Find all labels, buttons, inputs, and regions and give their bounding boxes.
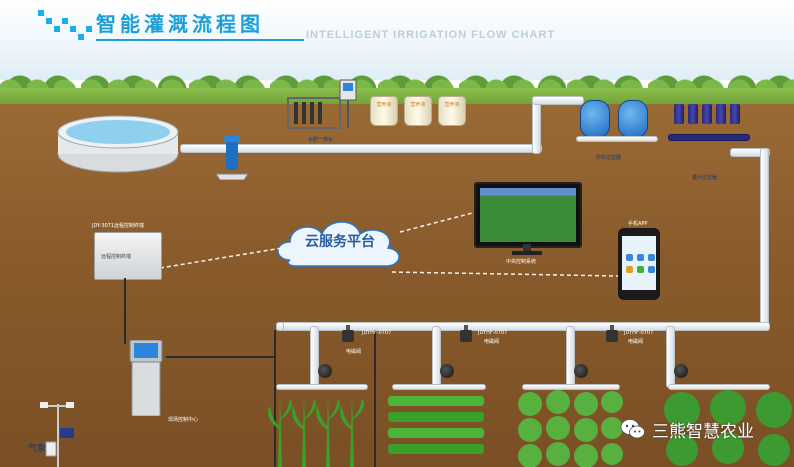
sand-filter-manifold xyxy=(576,136,658,142)
weather-station xyxy=(40,402,74,467)
valve-label-3: 电磁阀 xyxy=(628,339,644,345)
solenoid-valve-2 xyxy=(440,364,454,378)
page-subtitle: INTELLIGENT IRRIGATION FLOW CHART xyxy=(306,29,556,41)
title-underline xyxy=(96,39,304,41)
page-title: 智能灌溉流程图 xyxy=(96,12,264,36)
valve-model-2: JDYHF-0707 xyxy=(478,330,508,336)
branch-pipe-2 xyxy=(432,326,441,388)
pipe-filter-out xyxy=(730,148,770,157)
pc-label: 中央控制系统 xyxy=(506,259,537,265)
solenoid-valve-4 xyxy=(674,364,688,378)
fertilizer-tank-3: 营养液 xyxy=(438,96,466,126)
sand-filter-1 xyxy=(580,100,610,138)
valve-controller-2 xyxy=(460,325,472,342)
crop-field-vegetables xyxy=(388,396,484,454)
crop-field-corn xyxy=(268,394,364,467)
branch-pipe-4 xyxy=(666,326,675,388)
fertilizer-tank-2: 营养液 xyxy=(404,96,432,126)
monitor-stand xyxy=(512,244,542,255)
disc-filter-2 xyxy=(688,104,698,124)
remote-control-terminal: 远程控制终端 xyxy=(94,232,162,280)
pipe-end-cap xyxy=(276,322,284,331)
lateral-2 xyxy=(392,384,486,390)
fertilizer-tank-1: 营养液 xyxy=(370,96,398,126)
kiosk-label: 现场控制中心 xyxy=(168,417,199,423)
valve-controller-3 xyxy=(606,325,618,342)
fertigation-machine xyxy=(287,79,357,129)
brand-watermark: 三熊智慧农业 xyxy=(620,416,754,442)
field-cable-1 xyxy=(274,330,276,467)
remote-terminal-title: JDY-3071远程控制终端 xyxy=(92,223,145,229)
sand-filter-2 xyxy=(618,100,648,138)
disc-filter-3 xyxy=(702,104,712,124)
branch-pipe-1 xyxy=(310,326,319,388)
branch-pipe-3 xyxy=(566,326,575,388)
cloud-platform-label: 云服务平台 xyxy=(305,234,375,250)
disc-filter-1 xyxy=(674,104,684,124)
lateral-3 xyxy=(522,384,620,390)
crop-field-shrubs xyxy=(518,390,623,467)
field-control-kiosk xyxy=(129,340,163,416)
pipe-riser xyxy=(532,98,541,154)
valve-controller-1 xyxy=(342,325,354,342)
field-cable-2 xyxy=(374,330,376,467)
fertigation-machine-label: 水肥一体化 xyxy=(308,137,334,143)
disc-filter-label: 叠片过滤器 xyxy=(692,175,718,181)
solenoid-valve-1 xyxy=(318,364,332,378)
mobile-phone xyxy=(618,228,660,300)
disc-filter-4 xyxy=(716,104,726,124)
kiosk-cable xyxy=(166,356,276,358)
main-pipe-top xyxy=(180,144,542,153)
control-pc-monitor xyxy=(474,182,582,248)
solenoid-valve-3 xyxy=(574,364,588,378)
terminal-cable xyxy=(124,278,126,344)
brand-text: 三熊智慧农业 xyxy=(652,421,754,442)
cloud-icon xyxy=(277,221,400,267)
valve-label-2: 电磁阀 xyxy=(484,339,500,345)
wechat-icon xyxy=(620,419,645,439)
valve-label-1: 电磁阀 xyxy=(346,349,362,355)
valve-model-3: JDYHF-0707 xyxy=(624,330,654,336)
water-pump xyxy=(215,136,249,180)
valve-model-1: JDYHF-0707 xyxy=(362,330,392,336)
crop-field-orchard xyxy=(664,390,792,466)
lateral-1 xyxy=(276,384,368,390)
disc-filter-manifold xyxy=(668,134,750,141)
weather-station-label: 气象 xyxy=(28,444,47,454)
sand-filter-label: 砂石过滤器 xyxy=(596,155,622,161)
lateral-4 xyxy=(668,384,770,390)
phone-label: 手机APP xyxy=(628,221,648,227)
pipe-down-right xyxy=(760,148,769,330)
disc-filter-5 xyxy=(730,104,740,124)
pipe-to-filter xyxy=(532,96,584,105)
water-pool xyxy=(57,115,179,173)
